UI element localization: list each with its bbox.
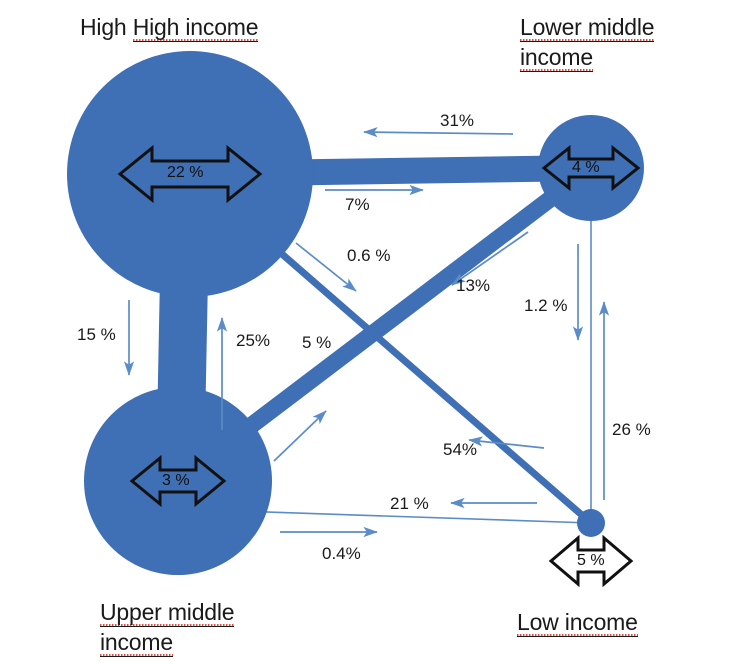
self-flow-value-lower-middle: 4 % [572,159,600,176]
node-label-upper-middle-line1: Upper middle [100,599,235,627]
node-lower-middle-income-circle[interactable] [538,115,644,221]
arrow-high-to-low [295,242,357,292]
flow-value-upper-middle-to-high: 25% [236,331,271,350]
self-arrow-high-icon [117,144,263,204]
self-flow-value-low: 5 % [577,552,605,569]
flow-value-low-to-high: 21 % [390,494,429,513]
node-label-lower-middle-line2: income [520,44,593,72]
node-label-upper-middle-line2: income [100,629,173,657]
flow-value-lower-middle-to-low: 1.2 % [524,296,568,315]
self-flow-value-upper-middle: 3 % [162,472,190,489]
node-label-lower-middle-line1: Lower middle [520,14,655,42]
node-label-high-income: High High income [80,14,259,42]
flow-value-low-to-upper-middle: 54% [443,440,478,459]
flow-value-high-to-lower-middle: 7% [345,195,370,214]
self-flow-value-high: 22 % [167,164,204,181]
arrow-upper-middle-to-lower-middle [273,410,327,462]
flow-value-upper-middle-to-lower-middle: 5 % [302,333,332,352]
node-low-income-circle[interactable] [577,509,605,537]
flow-value-lower-middle-to-upper-middle: 13% [456,276,491,295]
flow-value-high-to-upper-middle: 15 % [77,325,116,344]
node-upper-middle-income-circle[interactable] [84,387,272,575]
node-label-low-income: Low income [517,607,638,637]
node-circles [67,51,644,575]
flow-value-lower-middle-to-high: 31% [440,111,475,130]
node-high-income-circle[interactable] [67,51,313,297]
flow-value-low-to-lower-middle: 26 % [612,420,651,439]
arrow-lower-middle-to-upper-middle [451,231,529,286]
arrow-low-to-upper-middle [468,436,545,449]
self-arrow-upper-middle-icon [129,454,227,508]
node-label-low-income-underlined: Low income [517,609,638,637]
self-arrow-low-icon [548,534,634,588]
arrow-lower-middle-to-high [363,127,514,138]
self-arrow-lower-middle-icon [541,144,641,192]
flow-value-upper-middle-to-low: 0.4% [322,544,361,563]
flow-value-high-to-low: 0.6 % [347,246,391,265]
node-label-high-income-underlined: High income [132,14,259,42]
self-flow-arrow-glyphs [117,144,641,588]
direction-arrows [123,127,610,538]
